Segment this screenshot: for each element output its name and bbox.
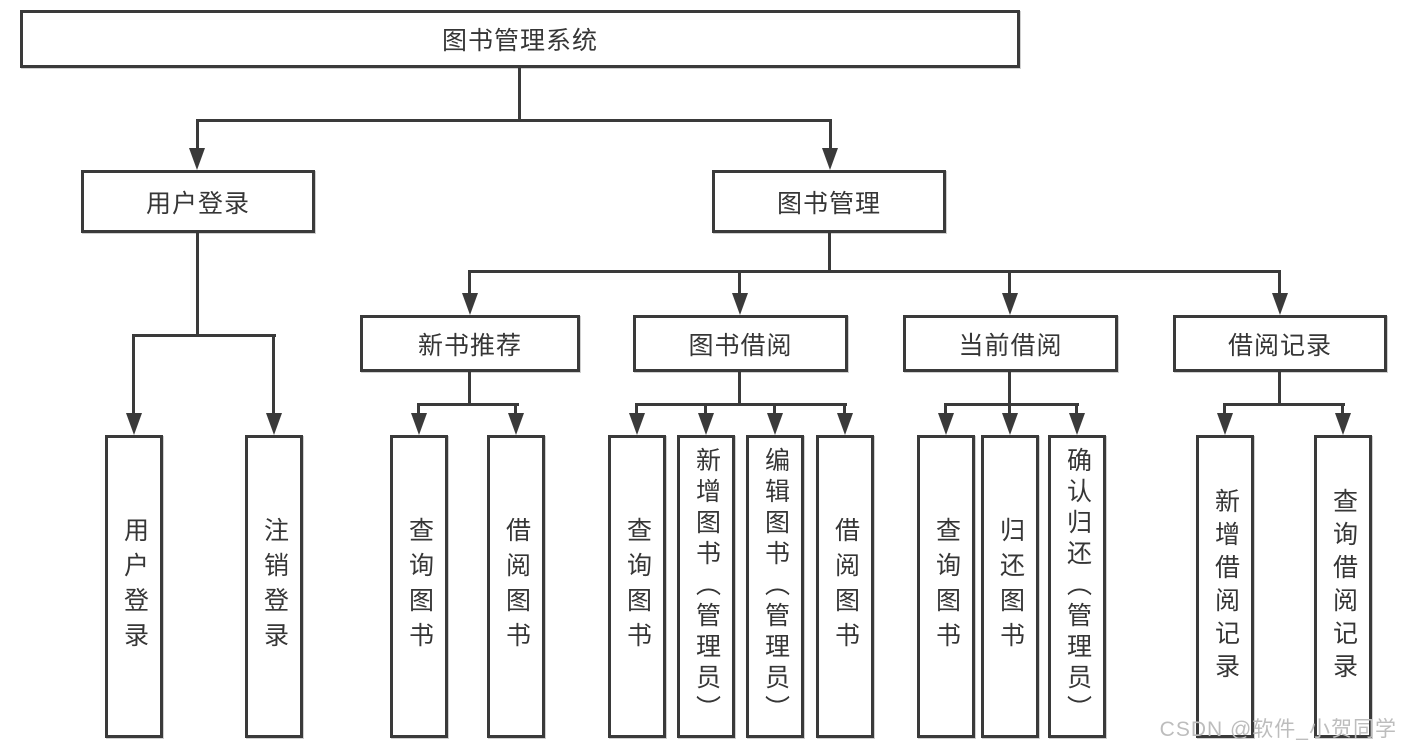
connector-drop-logout-leaf (272, 334, 275, 415)
leaf-g4-return-books: 归还图书 (981, 435, 1039, 738)
node-current-borrowing: 当前借阅 (903, 315, 1118, 372)
leaf-g4-confirm-return-admin: 确认归还（管理员） (1048, 435, 1106, 738)
connector-drop-login-leaf (132, 334, 135, 415)
node-borrowing-records: 借阅记录 (1173, 315, 1387, 372)
connector-records-rail (1223, 403, 1345, 406)
arrowhead-current-borrow (1002, 293, 1018, 315)
arrowhead-user-login (189, 148, 205, 170)
arrowhead-login-leaf (126, 413, 142, 435)
arrowhead-g2-query (411, 413, 427, 435)
node-book-borrowing-label: 图书借阅 (688, 331, 793, 360)
leaf-g2-borrow-books: 借阅图书 (487, 435, 545, 738)
connector-book-mgmt-rail (468, 270, 1281, 273)
leaf-g4-return-books-label: 归还图书 (996, 516, 1025, 657)
leaf-user-login-label: 用户登录 (120, 516, 149, 657)
leaf-g3-add-books-admin: 新增图书（管理员） (677, 435, 735, 738)
leaf-g3-add-books-admin-label: 新增图书（管理员） (692, 447, 721, 726)
leaf-g3-query-books: 查询图书 (608, 435, 666, 738)
node-book-management: 图书管理 (712, 170, 946, 233)
connector-root-stem (518, 68, 521, 121)
connector-drop-g3-edit (773, 403, 776, 416)
arrowhead-book-management (822, 148, 838, 170)
leaf-g3-query-books-label: 查询图书 (623, 516, 652, 657)
connector-currentborrow-stem (1008, 372, 1011, 406)
connector-drop-g3-borrow (843, 403, 846, 416)
connector-bookborrow-rail (635, 403, 847, 406)
node-new-book-recommend-label: 新书推荐 (417, 331, 522, 360)
arrowhead-g3-borrow (837, 413, 853, 435)
arrowhead-g2-borrow (508, 413, 524, 435)
connector-currentborrow-rail (944, 403, 1079, 406)
csdn-watermark: CSDN @软件_小贺同学 (1159, 718, 1397, 741)
connector-user-login-rail (132, 334, 276, 337)
arrowhead-logout-leaf (266, 413, 282, 435)
leaf-g2-borrow-books-label: 借阅图书 (502, 516, 531, 657)
connector-drop-g4-return (1008, 403, 1011, 416)
connector-drop-current-borrow (1008, 270, 1011, 294)
leaf-g4-query-books: 查询图书 (917, 435, 975, 738)
connector-drop-g5-add (1223, 403, 1226, 416)
connector-book-mgmt-stem (828, 233, 831, 273)
leaf-g5-query-borrow-record-label: 查询借阅记录 (1329, 487, 1358, 686)
leaf-g4-confirm-return-admin-label: 确认归还（管理员） (1063, 447, 1092, 726)
connector-user-login-stem (196, 233, 199, 336)
connector-records-stem (1278, 372, 1281, 406)
connector-drop-book-borrow (738, 270, 741, 294)
connector-drop-borrow-records (1278, 270, 1281, 294)
node-user-login-label: 用户登录 (145, 189, 250, 218)
connector-drop-g2-query (417, 403, 420, 416)
connector-drop-g5-query (1341, 403, 1344, 416)
node-new-book-recommend: 新书推荐 (360, 315, 580, 372)
leaf-user-login: 用户登录 (105, 435, 163, 738)
node-user-login: 用户登录 (81, 170, 315, 233)
connector-drop-new-book (468, 270, 471, 294)
arrowhead-g4-confirm (1069, 413, 1085, 435)
leaf-g3-edit-books-admin-label: 编辑图书（管理员） (761, 447, 790, 726)
connector-root-rail (196, 119, 832, 122)
connector-newbook-stem (468, 372, 471, 406)
arrowhead-g3-query (629, 413, 645, 435)
arrowhead-book-borrow (732, 293, 748, 315)
connector-drop-g3-query (635, 403, 638, 416)
arrowhead-g5-add (1217, 413, 1233, 435)
leaf-g3-edit-books-admin: 编辑图书（管理员） (746, 435, 804, 738)
node-book-borrowing: 图书借阅 (633, 315, 848, 372)
leaf-g4-query-books-label: 查询图书 (932, 516, 961, 657)
leaf-g3-borrow-books: 借阅图书 (816, 435, 874, 738)
connector-bookborrow-stem (738, 372, 741, 406)
arrowhead-g3-edit (767, 413, 783, 435)
connector-drop-user-login (196, 119, 199, 151)
arrowhead-g3-add (698, 413, 714, 435)
connector-drop-book-management (829, 119, 832, 151)
arrowhead-g4-return (1002, 413, 1018, 435)
connector-newbook-rail (417, 403, 519, 406)
node-root-label: 图书管理系统 (441, 27, 598, 55)
node-root-library-management-system: 图书管理系统 (20, 10, 1020, 68)
connector-drop-g4-query (944, 403, 947, 416)
leaf-logout: 注销登录 (245, 435, 303, 738)
node-current-borrowing-label: 当前借阅 (958, 331, 1063, 360)
connector-drop-g4-confirm (1075, 403, 1078, 416)
arrowhead-g4-query (938, 413, 954, 435)
leaf-g2-query-books: 查询图书 (390, 435, 448, 738)
leaf-logout-label: 注销登录 (260, 516, 289, 657)
leaf-g3-borrow-books-label: 借阅图书 (831, 516, 860, 657)
connector-drop-g2-borrow (514, 403, 517, 416)
leaf-g2-query-books-label: 查询图书 (405, 516, 434, 657)
leaf-g5-add-borrow-record: 新增借阅记录 (1196, 435, 1254, 738)
leaf-g5-add-borrow-record-label: 新增借阅记录 (1211, 487, 1240, 686)
arrowhead-g5-query (1335, 413, 1351, 435)
node-book-management-label: 图书管理 (776, 189, 881, 218)
leaf-g5-query-borrow-record: 查询借阅记录 (1314, 435, 1372, 738)
connector-drop-g3-add (704, 403, 707, 416)
arrowhead-new-book (462, 293, 478, 315)
node-borrowing-records-label: 借阅记录 (1227, 331, 1332, 360)
arrowhead-borrow-records (1272, 293, 1288, 315)
